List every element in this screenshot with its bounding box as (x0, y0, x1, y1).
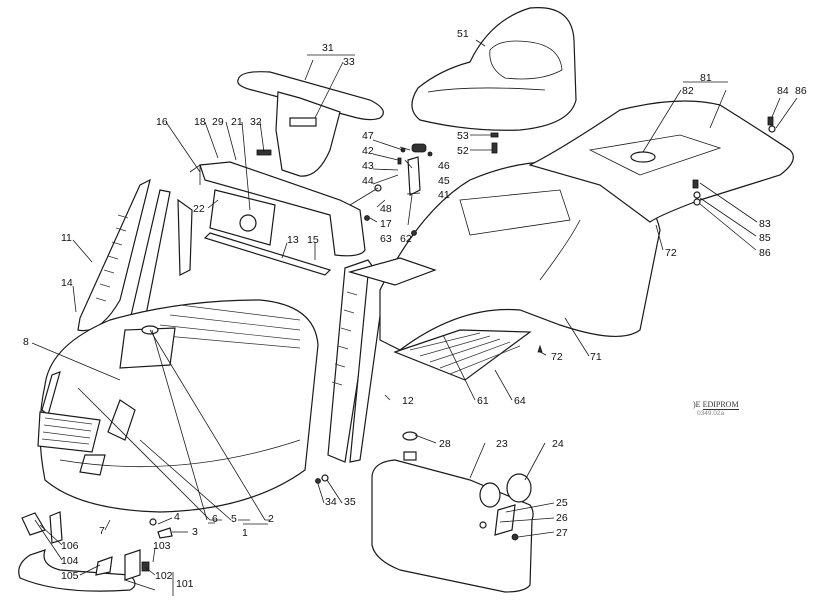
panel-13[interactable] (203, 232, 332, 276)
side-panel-left[interactable] (77, 178, 171, 332)
steering-wheel[interactable] (237, 71, 384, 177)
dashboard[interactable] (189, 161, 366, 257)
part-label-84[interactable]: 84 (777, 85, 789, 97)
part-label-53[interactable]: 53 (457, 130, 469, 142)
part-label-51[interactable]: 51 (457, 28, 469, 40)
part-label-3[interactable]: 3 (192, 526, 198, 538)
height-lever[interactable] (397, 143, 433, 226)
part-label-32[interactable]: 32 (250, 116, 262, 128)
part-label-2[interactable]: 2 (268, 513, 274, 525)
hood[interactable] (37, 299, 319, 513)
part-label-81[interactable]: 81 (700, 72, 712, 84)
part-label-23[interactable]: 23 (496, 438, 508, 450)
part-label-27[interactable]: 27 (556, 527, 568, 539)
part-label-72b[interactable]: 72 (551, 351, 563, 363)
part-label-6[interactable]: 6 (212, 513, 218, 525)
part-label-33[interactable]: 33 (343, 56, 355, 68)
logo-brand: EDIPROM (702, 400, 739, 410)
part-label-8[interactable]: 8 (23, 336, 29, 348)
part-label-82[interactable]: 82 (682, 85, 694, 97)
part-label-52[interactable]: 52 (457, 145, 469, 157)
part-label-12[interactable]: 12 (402, 395, 414, 407)
fuel-tank[interactable] (371, 431, 534, 593)
part-label-86b[interactable]: 86 (759, 247, 771, 259)
part-label-13[interactable]: 13 (287, 234, 299, 246)
part-label-28[interactable]: 28 (439, 438, 451, 450)
part-label-72a[interactable]: 72 (665, 247, 677, 259)
part-label-22[interactable]: 22 (193, 203, 205, 215)
part-label-24[interactable]: 24 (552, 438, 564, 450)
part-label-35[interactable]: 35 (344, 496, 356, 508)
part-label-83[interactable]: 83 (759, 218, 771, 230)
mat-63[interactable] (347, 257, 437, 286)
part-label-64[interactable]: 64 (514, 395, 526, 407)
part-label-31[interactable]: 31 (322, 42, 334, 54)
part-label-7[interactable]: 7 (99, 525, 105, 537)
part-label-4[interactable]: 4 (174, 511, 180, 523)
part-label-41[interactable]: 41 (438, 189, 450, 201)
part-label-103[interactable]: 103 (153, 540, 171, 552)
part-label-1[interactable]: 1 (242, 527, 248, 539)
part-label-104[interactable]: 104 (61, 555, 79, 567)
bracket (177, 198, 193, 276)
part-label-85[interactable]: 85 (759, 232, 771, 244)
part-label-71[interactable]: 71 (590, 351, 602, 363)
part-label-102[interactable]: 102 (155, 570, 173, 582)
part-label-26[interactable]: 26 (556, 512, 568, 524)
fasteners-3-4 (149, 518, 173, 539)
part-label-29[interactable]: 29 (212, 116, 224, 128)
part-label-18[interactable]: 18 (194, 116, 206, 128)
leader-lines (31, 39, 798, 596)
part-label-11[interactable]: 11 (61, 232, 72, 244)
part-label-47[interactable]: 47 (362, 130, 374, 142)
part-label-16[interactable]: 16 (156, 116, 168, 128)
seat[interactable] (411, 7, 577, 131)
part-label-105[interactable]: 105 (61, 570, 79, 582)
part-label-43[interactable]: 43 (362, 160, 374, 172)
screws-83-86 (692, 116, 776, 206)
part-label-101[interactable]: 101 (176, 578, 194, 590)
publisher-logo: )E EDIPROM 0349.02a (693, 400, 739, 417)
part-label-48[interactable]: 48 (380, 203, 392, 215)
front-bumper[interactable] (18, 511, 150, 592)
part-label-46[interactable]: 46 (438, 160, 450, 172)
diagram-code: 0349.02a (697, 410, 725, 417)
part-label-44[interactable]: 44 (362, 175, 374, 187)
part-label-5[interactable]: 5 (231, 513, 237, 525)
part-label-62[interactable]: 62 (400, 233, 412, 245)
part-label-21[interactable]: 21 (231, 116, 243, 128)
part-label-63[interactable]: 63 (380, 233, 392, 245)
part-label-42[interactable]: 42 (362, 145, 374, 157)
side-panel-right[interactable] (327, 259, 386, 463)
part-label-25[interactable]: 25 (556, 497, 568, 509)
logo-mark-icon: )E (693, 400, 701, 409)
part-label-14[interactable]: 14 (61, 277, 73, 289)
bolt-34-35 (315, 474, 329, 484)
rear-cover[interactable] (528, 100, 794, 223)
part-label-106[interactable]: 106 (61, 540, 79, 552)
clips-17-48 (349, 184, 417, 236)
part-label-61[interactable]: 61 (477, 395, 489, 407)
seat-bolt (490, 132, 499, 154)
part-label-34[interactable]: 34 (325, 496, 337, 508)
part-label-86a[interactable]: 86 (795, 85, 807, 97)
screw-72 (537, 344, 543, 353)
part-label-17[interactable]: 17 (380, 218, 392, 230)
foot-mat[interactable] (393, 329, 532, 381)
part-label-15[interactable]: 15 (307, 234, 319, 246)
part-label-45[interactable]: 45 (438, 175, 450, 187)
